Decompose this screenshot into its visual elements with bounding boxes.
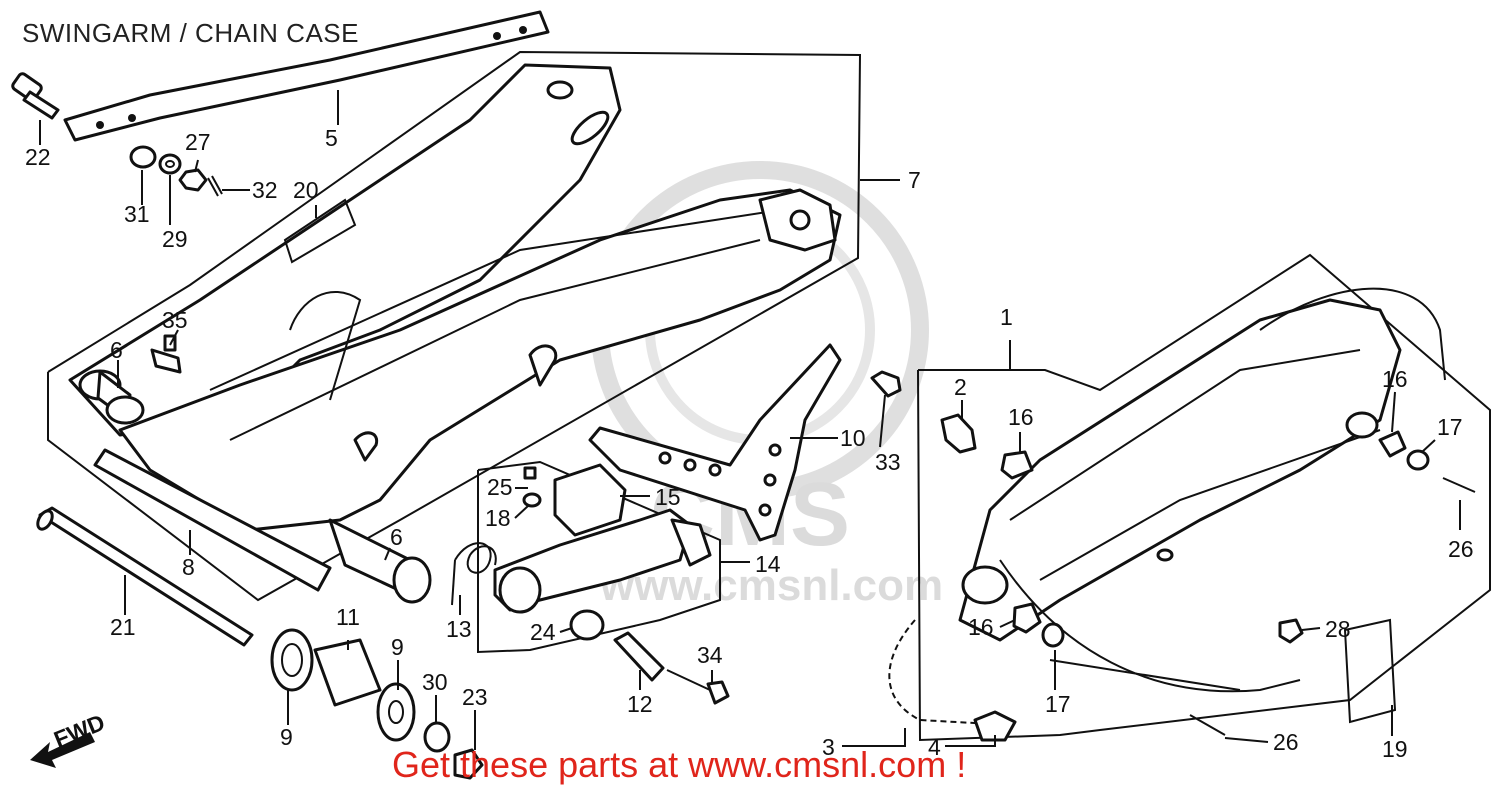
- callout-numbers: 1 2 3 4 5 6 6 7 8 9 9 10 11 12 13 14 15 …: [25, 125, 1474, 762]
- callout-11: 11: [336, 604, 360, 630]
- swingarm: [68, 63, 842, 604]
- part-22-bolt: [11, 72, 60, 120]
- part-10-bracket: [588, 343, 842, 542]
- callout-21: 21: [110, 614, 136, 640]
- fasteners: [613, 370, 902, 705]
- callout-31: 31: [124, 201, 150, 227]
- callout-34: 34: [697, 642, 723, 668]
- callout-4: 4: [928, 734, 941, 760]
- callout-8: 8: [182, 554, 195, 580]
- group-outline-chaincase: [917, 253, 1491, 742]
- callout-15: 15: [655, 484, 681, 510]
- callout-9b: 9: [391, 634, 404, 660]
- callout-16b: 16: [1382, 366, 1408, 392]
- callout-19: 19: [1382, 736, 1408, 762]
- fwd-arrow: FWD: [30, 709, 108, 768]
- callout-16a: 16: [1008, 404, 1034, 430]
- drive-chain: [888, 619, 1017, 742]
- chain-case-hardware: [940, 413, 1476, 736]
- callout-32: 32: [252, 177, 278, 203]
- part-20-pad: [283, 198, 357, 264]
- callout-30: 30: [422, 669, 448, 695]
- callout-26b: 26: [1273, 729, 1299, 755]
- callout-29: 29: [162, 226, 188, 252]
- hardware-cluster: [129, 145, 223, 197]
- group-outline-swingarm: [47, 50, 862, 602]
- callout-27: 27: [185, 129, 211, 155]
- leader-lines: [39, 90, 1461, 750]
- callout-12: 12: [627, 691, 653, 717]
- callout-7: 7: [908, 167, 921, 193]
- callout-18: 18: [485, 505, 511, 531]
- callout-35: 35: [162, 307, 188, 333]
- chain-slider-parts: [451, 463, 712, 641]
- part-8-sleeve: [93, 448, 332, 592]
- callout-25: 25: [487, 474, 513, 500]
- callout-14: 14: [755, 551, 781, 577]
- callout-10: 10: [840, 425, 866, 451]
- callout-22: 22: [25, 144, 51, 170]
- callout-17b: 17: [1045, 691, 1071, 717]
- callout-28: 28: [1325, 616, 1351, 642]
- callout-1: 1: [1000, 304, 1013, 330]
- callout-17a: 17: [1437, 414, 1463, 440]
- chain-case: [958, 287, 1446, 693]
- callout-16c: 16: [968, 614, 994, 640]
- callout-33: 33: [875, 449, 901, 475]
- callout-23: 23: [462, 684, 488, 710]
- cta-link[interactable]: Get these parts at www.cmsnl.com !: [392, 744, 967, 785]
- callout-20: 20: [293, 177, 319, 203]
- callout-9a: 9: [280, 724, 293, 750]
- callout-6b: 6: [390, 524, 403, 550]
- callout-2: 2: [954, 374, 967, 400]
- part-5-strip: [63, 10, 550, 142]
- callout-6a: 6: [110, 337, 123, 363]
- diagram-title: SWINGARM / CHAIN CASE: [22, 18, 359, 48]
- callout-26a: 26: [1448, 536, 1474, 562]
- callout-13: 13: [446, 616, 472, 642]
- callout-5: 5: [325, 125, 338, 151]
- callout-24: 24: [530, 619, 556, 645]
- bearing-parts: [270, 628, 484, 780]
- callout-3: 3: [822, 734, 835, 760]
- part-21-shaft: [36, 506, 254, 647]
